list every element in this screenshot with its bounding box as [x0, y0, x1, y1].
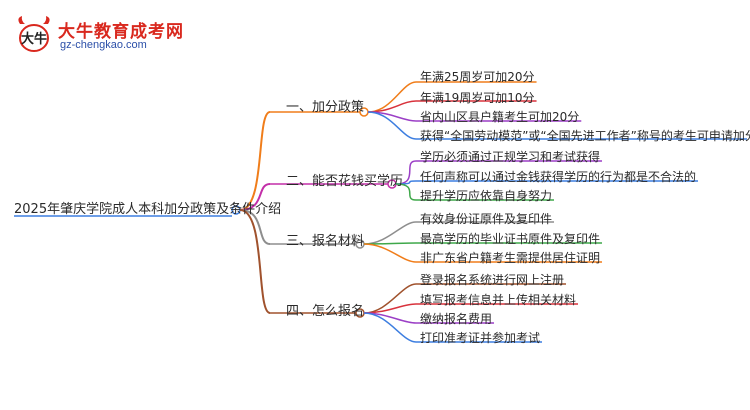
branch-curve-2 [239, 183, 271, 211]
leaf-curve-2-3 [395, 183, 417, 201]
leaf-2-2: 任何声称可以通过金钱获得学历的行为都是不合法的 [420, 170, 697, 184]
leaf-1-4: 获得“全国劳动模范”或“全国先进工作者”称号的考生可申请加分 [420, 129, 750, 143]
leaf-curve-3-3 [363, 243, 417, 263]
branch-curve-3 [239, 209, 271, 245]
branch-node-4: 四、怎么报名 [286, 304, 365, 319]
bull-logo-icon: 大牛 [18, 16, 50, 52]
logo-mark-text: 大牛 [21, 31, 47, 47]
branch-curve-1 [239, 111, 271, 211]
leaf-curve-4-4 [363, 312, 417, 343]
logo-title: 大牛教育成考网 [58, 22, 184, 42]
leaf-3-1: 有效身份证原件及复印件 [420, 212, 553, 226]
branch-node-2: 二、能否花钱买学历 [286, 174, 404, 189]
leaf-curve-3-1 [363, 221, 417, 245]
leaf-1-3: 省内山区县户籍考生可加20分 [420, 110, 580, 124]
logo-subtitle: gz-chengkao.com [60, 39, 147, 51]
branch-node-1: 一、加分政策 [286, 100, 365, 115]
root-node: 2025年肇庆学院成人本科加分政策及条件介绍 [14, 202, 282, 217]
leaf-4-1: 登录报名系统进行网上注册 [420, 273, 565, 287]
leaf-1-2: 年满19周岁可加10分 [420, 91, 535, 105]
leaf-4-4: 打印准考证并参加考试 [420, 331, 541, 345]
leaf-4-3: 缴纳报名费用 [420, 312, 493, 326]
leaf-curve-1-4 [367, 111, 417, 140]
leaf-1-1: 年满25周岁可加20分 [420, 70, 535, 84]
branch-curve-4 [239, 209, 271, 314]
branch-node-3: 三、报名材料 [286, 234, 365, 249]
leaf-2-3: 提升学历应依靠自身努力 [420, 189, 553, 203]
leaf-3-2: 最高学历的毕业证书原件及复印件 [420, 232, 601, 246]
leaf-2-1: 学历必须通过正规学习和考试获得 [420, 150, 601, 164]
site-logo: 大牛 大牛教育成考网 gz-chengkao.com [14, 14, 183, 58]
leaf-3-3: 非广东省户籍考生需提供居住证明 [420, 251, 601, 265]
leaf-4-2: 填写报考信息并上传相关材料 [420, 293, 577, 307]
